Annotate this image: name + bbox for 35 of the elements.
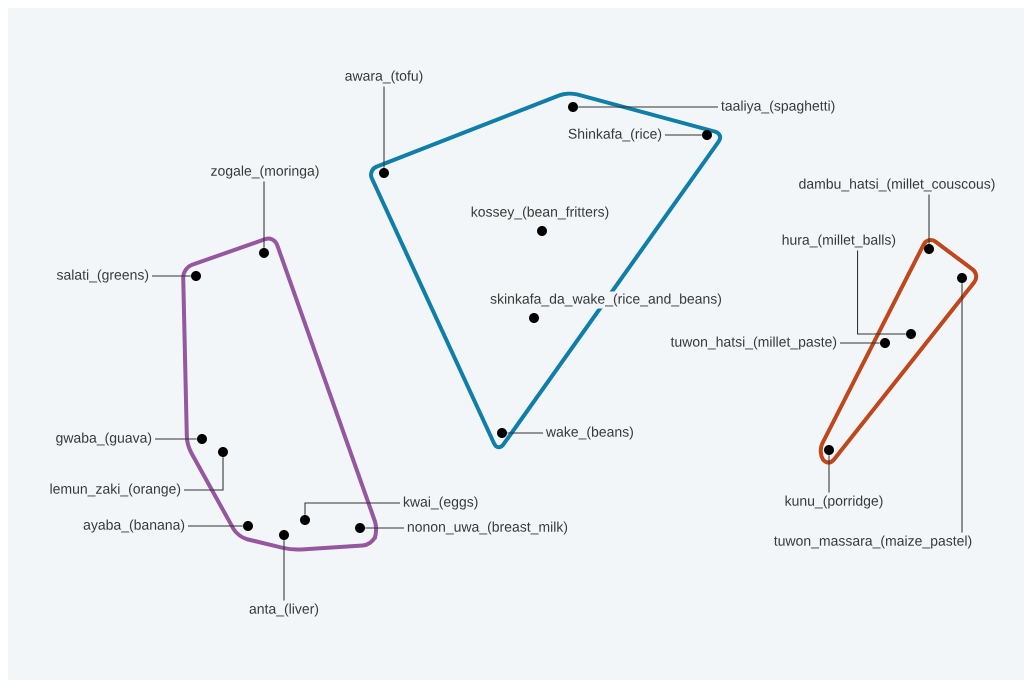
food-label: taaliya_(spaghetti) [721,100,835,114]
leader-line [383,85,385,169]
food-label: nonon_uwa_(breast_milk) [407,521,568,535]
food-label: gwaba_(guava) [56,432,152,446]
food-label: kossey_(bean_fritters) [468,204,612,222]
food-label: dambu_hatsi_(millet_couscous) [799,178,995,192]
leader-line [828,454,830,494]
food-label: Shinkafa_(rice) [568,128,662,142]
leader-line [263,180,265,249]
food-label: tuwon_massara_(maize_pastel) [774,535,972,549]
leader-line [928,193,930,245]
leader-line [364,527,405,529]
food-label: kunu_(porridge) [785,495,883,509]
food-label: ayaba_(banana) [83,519,185,533]
leader-line [154,438,198,440]
leader-line [183,456,224,491]
leader-line [577,106,719,108]
food-label: salati_(greens) [56,269,149,283]
leader-line [304,502,401,516]
leader-line [187,525,244,527]
food-label: lemun_zaki_(orange) [50,483,181,497]
food-label: kwai_(eggs) [403,496,478,510]
leader-line [283,539,285,602]
leader-line [151,275,192,277]
food-label: zogale_(moringa) [211,165,319,179]
food-label: awara_(tofu) [345,70,423,84]
food-label: anta_(liver) [249,603,319,617]
food-label: skinkafa_da_wake_(rice_and_beans) [488,291,724,309]
leader-line [839,342,881,344]
leader-line [506,432,544,434]
leader-line [857,249,907,335]
leader-line [961,282,963,534]
food-label: wake_(beans) [545,426,633,440]
food-label: tuwon_hatsi_(millet_paste) [670,336,837,350]
food-label: hura_(millet_balls) [782,234,896,248]
